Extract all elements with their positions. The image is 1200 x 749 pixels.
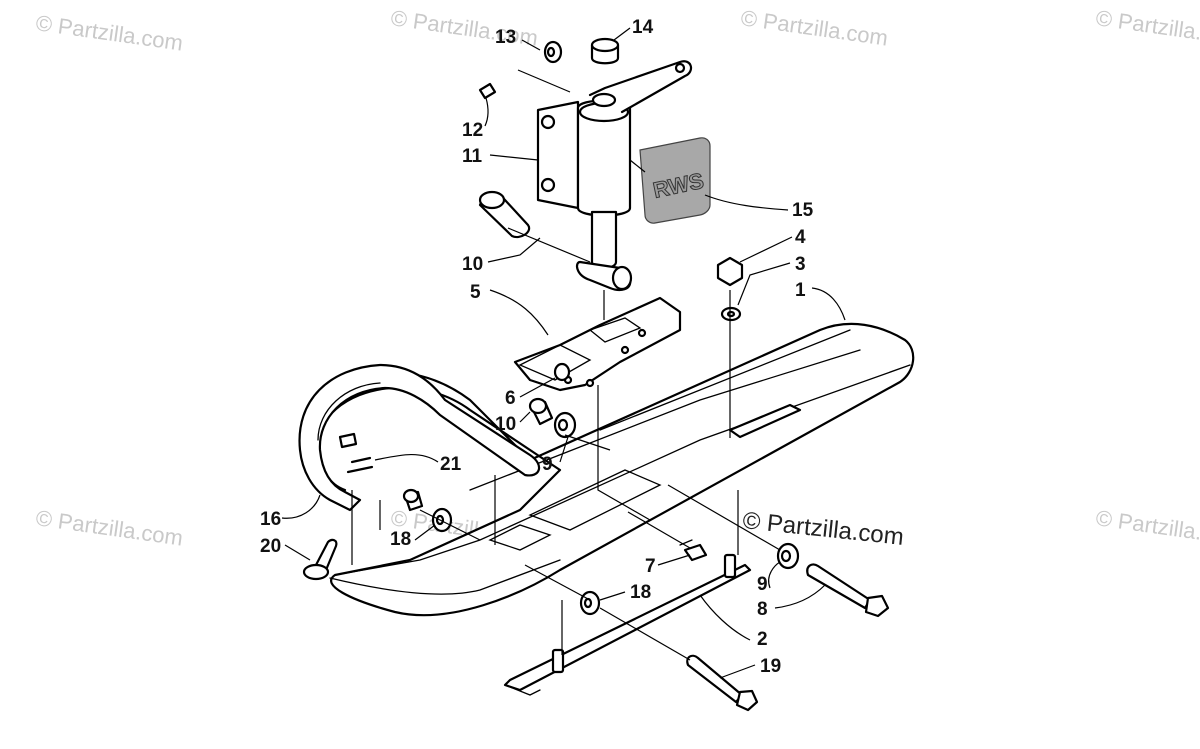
clip: [338, 432, 374, 474]
watermark: © Partzilla.com: [1094, 5, 1200, 50]
watermark: © Partzilla.com: [1094, 505, 1200, 550]
callout-18: 18: [390, 529, 411, 550]
wear-bar: [503, 553, 752, 696]
ski-body: [298, 322, 915, 617]
stud: [551, 648, 565, 674]
callout-9: 9: [757, 574, 768, 595]
callout-17: 16: [260, 509, 281, 530]
bolt: [806, 563, 890, 618]
watermark: © Partzilla.com: [34, 505, 184, 550]
watermark: © Partzilla.com: [389, 5, 539, 50]
callout-12: 11: [462, 146, 483, 167]
callout-6: 6: [505, 388, 516, 409]
ski-handle: [298, 363, 541, 512]
washer: [776, 542, 800, 570]
callout-3: 3: [795, 254, 806, 275]
ski-saddle: [513, 296, 682, 392]
callout-19: 19: [760, 656, 781, 677]
watermark: © Partzilla.com: [739, 5, 889, 50]
callout-20: 20: [260, 536, 281, 557]
rws-decal: RWS: [639, 137, 711, 224]
callouts: 13 14 12 11 15 10 5 4 3 1 6 10 9 21 16 1…: [260, 17, 814, 677]
copyright-text: © Partzilla.com: [741, 507, 905, 551]
callout-16: 15: [792, 200, 814, 221]
spindle-shaft: [575, 210, 633, 291]
callout-13: 12: [462, 120, 483, 141]
callout-21: 21: [440, 454, 462, 475]
callout-11: 10: [462, 254, 483, 275]
washer: [579, 590, 601, 616]
cap: [590, 37, 620, 65]
bolt: [686, 654, 759, 712]
callout-1: 1: [795, 280, 806, 301]
stud: [723, 553, 737, 579]
washer: [431, 507, 453, 533]
bushing: [478, 190, 531, 239]
spacer: [402, 488, 424, 512]
watermark: © Partzilla.com: [34, 10, 184, 55]
spacer: [553, 362, 571, 382]
callout-4: 4: [795, 227, 806, 248]
washer: [720, 306, 742, 322]
callout-8: 8: [757, 599, 768, 620]
callout-15: 14: [632, 17, 654, 38]
callout-2: 2: [757, 629, 768, 650]
callout-9: 9: [542, 454, 553, 475]
bolt: [679, 539, 708, 562]
callout-10: 10: [495, 414, 516, 435]
callout-7: 7: [645, 556, 656, 577]
callout-14: 13: [495, 27, 516, 48]
leader-lines: [281, 27, 846, 679]
washer: [553, 411, 577, 439]
nut: [716, 256, 744, 287]
assembly-lines: [351, 69, 781, 661]
grease-fitting: [478, 82, 497, 100]
spindle-housing: [536, 60, 693, 217]
spacer: [528, 397, 554, 426]
bolt: [302, 538, 338, 581]
callout-18: 18: [630, 582, 651, 603]
washer: [543, 40, 563, 64]
callout-5: 5: [470, 282, 481, 303]
